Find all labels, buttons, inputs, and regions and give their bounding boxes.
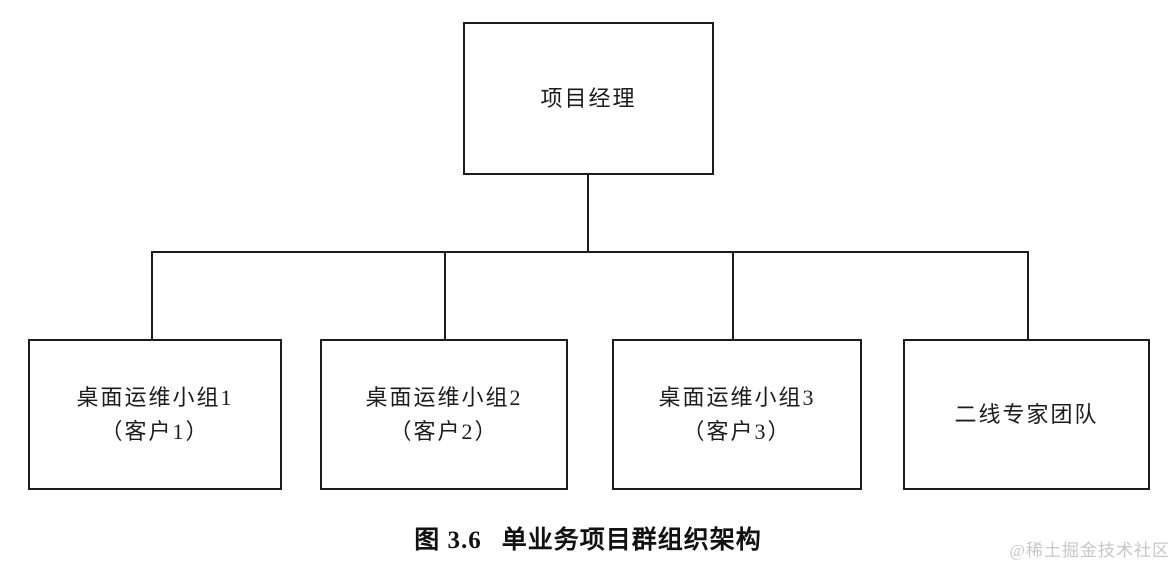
org-box-desktop-team-2-name: 桌面运维小组2 — [365, 384, 523, 410]
figure-caption-title: 单业务项目群组织架构 — [501, 527, 762, 554]
org-box-desktop-team-1-name: 桌面运维小组1 — [76, 384, 234, 410]
connector-drop-team-1 — [151, 251, 153, 341]
org-box-project-manager-label: 项目经理 — [540, 85, 637, 111]
watermark-text: @稀土掘金技术社区 — [1009, 541, 1170, 560]
org-box-project-manager: 项目经理 — [463, 22, 714, 175]
figure-caption-number: 图 3.6 — [414, 527, 482, 554]
org-box-desktop-team-2: 桌面运维小组2 （客户2） — [320, 339, 568, 490]
figure-caption: 图 3.6 单业务项目群组织架构 — [0, 520, 1176, 556]
org-box-desktop-team-2-customer: （客户2） — [389, 418, 499, 444]
connector-drop-team-2 — [444, 251, 446, 341]
connector-horizontal-bar — [151, 251, 1029, 253]
org-box-expert-team-name: 二线专家团队 — [954, 401, 1099, 427]
connector-root-stem — [587, 175, 589, 252]
org-box-desktop-team-1: 桌面运维小组1 （客户1） — [28, 339, 282, 490]
org-box-desktop-team-3-name: 桌面运维小组3 — [658, 384, 816, 410]
org-box-desktop-team-1-customer: （客户1） — [100, 418, 210, 444]
org-box-expert-team: 二线专家团队 — [903, 339, 1150, 490]
org-box-desktop-team-3-customer: （客户3） — [682, 418, 792, 444]
connector-drop-experts — [1027, 251, 1029, 341]
connector-drop-team-3 — [732, 251, 734, 341]
org-box-desktop-team-3: 桌面运维小组3 （客户3） — [612, 339, 862, 490]
